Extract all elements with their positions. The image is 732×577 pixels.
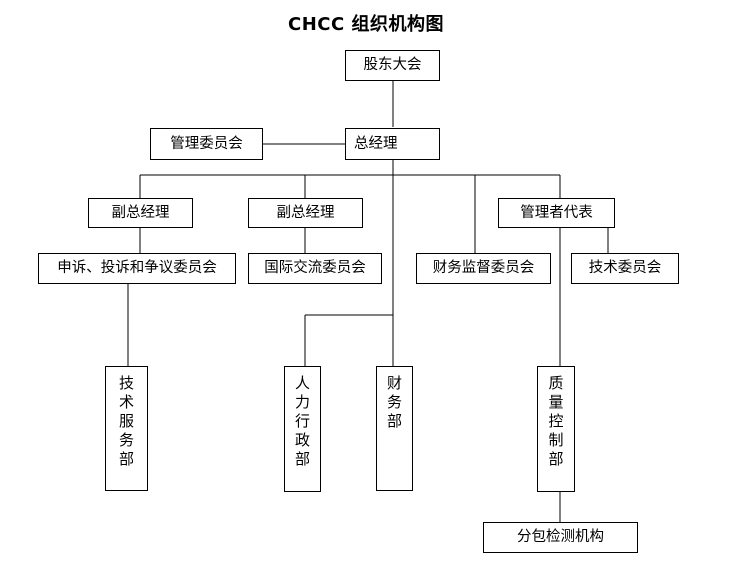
node-label: 国际交流委员会 — [264, 260, 366, 277]
node-technical-service-dept: 技术服务部 — [105, 366, 148, 491]
node-label: 财务部 — [386, 374, 402, 430]
node-label: 总经理 — [354, 135, 398, 152]
node-label: 分包检测机构 — [517, 529, 604, 546]
node-label: 人力行政部 — [294, 374, 310, 468]
node-finance-supervision-committee: 财务监督委员会 — [416, 253, 551, 284]
node-management-representative: 管理者代表 — [498, 198, 615, 228]
node-label: 股东大会 — [363, 57, 422, 74]
node-label: 技术委员会 — [588, 260, 662, 277]
node-management-committee: 管理委员会 — [150, 128, 263, 160]
node-label: 管理者代表 — [520, 204, 593, 221]
node-label: 申诉、投诉和争议委员会 — [57, 260, 217, 277]
node-finance-dept: 财务部 — [376, 366, 413, 491]
node-label: 质量控制部 — [548, 374, 564, 468]
node-technical-committee: 技术委员会 — [571, 253, 679, 284]
node-label: 管理委员会 — [170, 135, 243, 152]
node-general-manager: 总经理 — [345, 128, 440, 160]
node-deputy-gm-2: 副总经理 — [248, 198, 363, 228]
node-label: 技术服务部 — [118, 374, 134, 468]
node-quality-control-dept: 质量控制部 — [537, 366, 575, 492]
page-title: CHCC 组织机构图 — [288, 14, 444, 35]
node-international-committee: 国际交流委员会 — [248, 253, 382, 284]
node-label: 副总经理 — [276, 204, 335, 221]
node-deputy-gm-1: 副总经理 — [88, 198, 193, 228]
node-label: 副总经理 — [111, 204, 170, 221]
node-complaint-committee: 申诉、投诉和争议委员会 — [38, 253, 236, 284]
node-subcontract-testing: 分包检测机构 — [483, 522, 638, 553]
node-hr-admin-dept: 人力行政部 — [284, 366, 321, 492]
node-label: 财务监督委员会 — [432, 260, 535, 277]
node-shareholders: 股东大会 — [345, 50, 440, 81]
